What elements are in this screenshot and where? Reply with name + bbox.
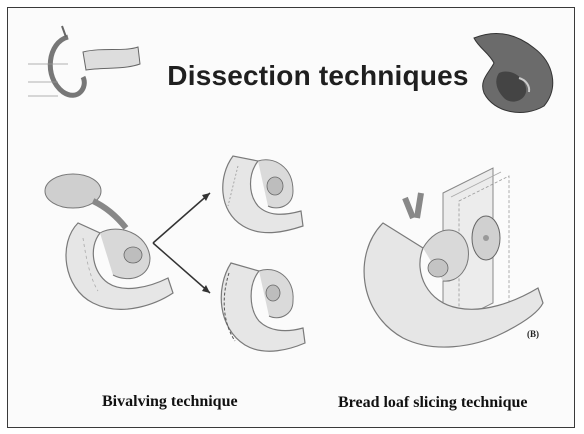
specimen-photo-icon: [464, 28, 564, 118]
caption-bread-loaf: Bread loaf slicing technique: [338, 394, 528, 412]
slide-title: Dissection techniques: [158, 60, 478, 92]
pancreas-diagram-icon: [28, 22, 148, 112]
figure-label: (B): [527, 329, 539, 339]
slide: Dissection techniques: [7, 7, 575, 428]
bivalving-half-upper: [213, 146, 313, 241]
caption-bivalving: Bivalving technique: [102, 393, 238, 411]
bivalving-arrows: [148, 183, 218, 303]
bivalving-half-lower: [213, 253, 313, 363]
bread-loaf-figure: [343, 163, 558, 363]
